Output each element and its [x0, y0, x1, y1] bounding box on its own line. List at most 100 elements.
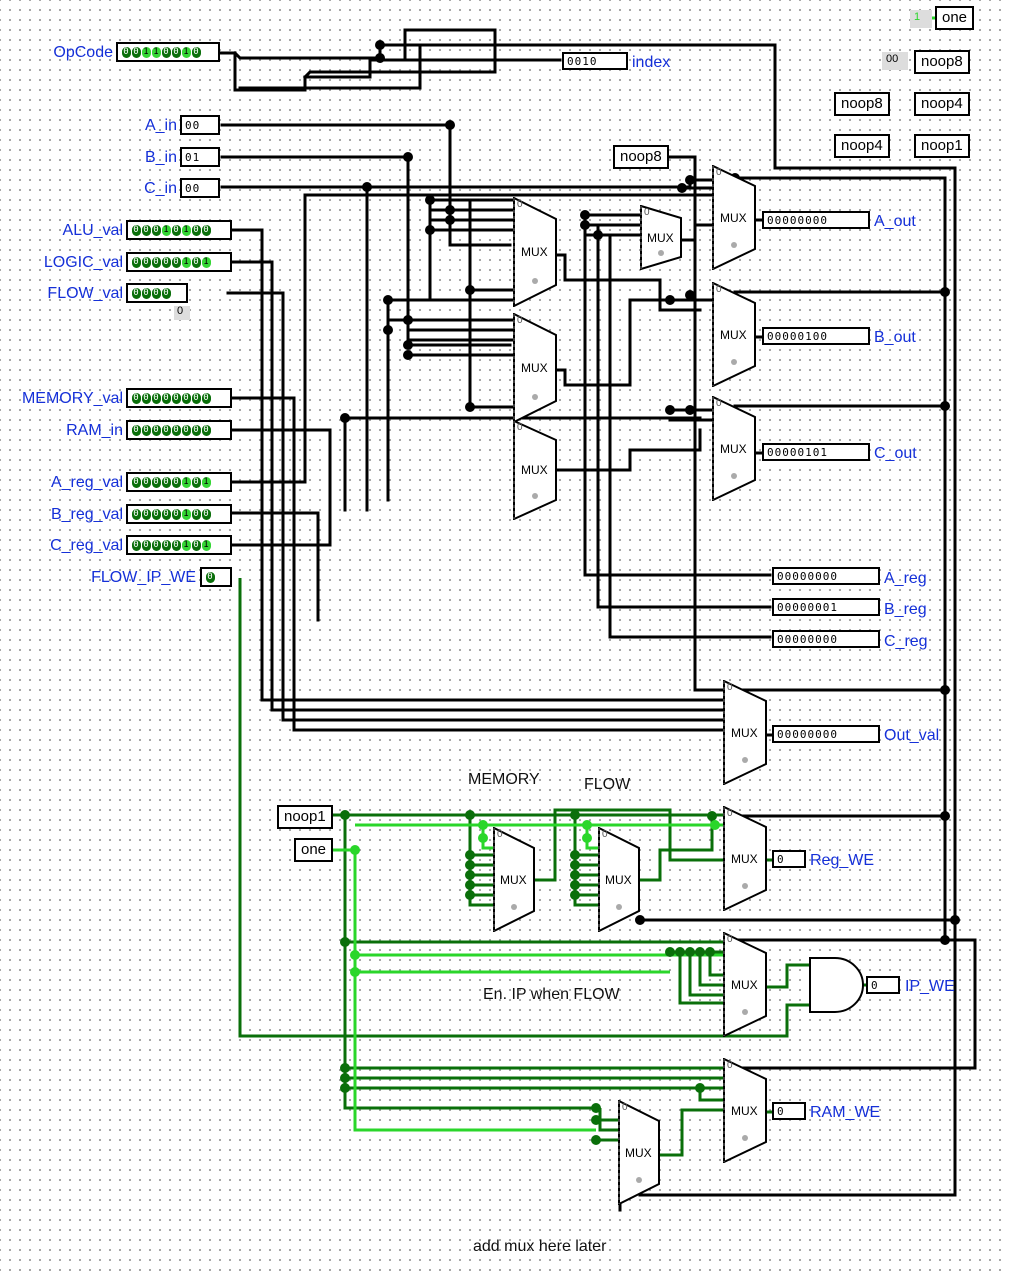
input-bit[interactable]: 0 [141, 508, 151, 520]
input-bit[interactable]: 0 [161, 287, 171, 299]
input-bit[interactable]: 0 [131, 392, 141, 404]
input-bit[interactable]: 1 [151, 46, 161, 58]
input-bit[interactable]: 0 [171, 224, 181, 236]
input-bit[interactable]: 1 [201, 539, 211, 551]
input-bit[interactable]: 0 [181, 392, 191, 404]
input-bit[interactable]: 0 [161, 476, 171, 488]
input-bit[interactable]: 0 [131, 46, 141, 58]
input-bit[interactable]: 1 [181, 508, 191, 520]
input-bit[interactable]: 0 [201, 508, 211, 520]
input-bit[interactable]: 0 [141, 539, 151, 551]
input-bit[interactable]: 0 [131, 476, 141, 488]
mux-label: MUX [731, 725, 758, 740]
input-bit[interactable]: 1 [201, 476, 211, 488]
input-bit[interactable]: 0 [151, 287, 161, 299]
mux-label: MUX [720, 210, 747, 225]
input-bit[interactable]: 0 [141, 256, 151, 268]
input-bit[interactable]: 1 [181, 46, 191, 58]
input-bit[interactable]: 0 [161, 46, 171, 58]
input-bit[interactable]: 0 [201, 424, 211, 436]
input-bit[interactable]: 0 [131, 256, 141, 268]
const-zero: 0 [174, 306, 190, 320]
input-bit[interactable]: 0 [161, 392, 171, 404]
mux-select-zero: 0 [644, 207, 650, 218]
input-bit[interactable]: 1 [161, 224, 171, 236]
input-bit[interactable]: 0 [151, 508, 161, 520]
input-bit[interactable]: 0 [151, 424, 161, 436]
input-bit[interactable]: 0 [161, 424, 171, 436]
pin-flow-ip-we[interactable]: 0 [200, 567, 232, 587]
tunnel-noop8-mid: noop8 [834, 92, 890, 116]
input-bit[interactable]: 0 [151, 392, 161, 404]
label-ram-in: RAM_in [66, 422, 123, 439]
pin-a-in[interactable]: 00 [180, 115, 220, 135]
input-bit[interactable]: 0 [161, 539, 171, 551]
input-bit[interactable]: 0 [151, 539, 161, 551]
pin-b-in[interactable]: 01 [180, 147, 220, 167]
input-bit[interactable]: 1 [181, 539, 191, 551]
input-bit[interactable]: 0 [161, 508, 171, 520]
input-bit[interactable]: 0 [191, 508, 201, 520]
input-bit[interactable]: 0 [171, 46, 181, 58]
input-bit[interactable]: 0 [171, 424, 181, 436]
input-bit[interactable]: 0 [141, 476, 151, 488]
mux-select-zero: 0 [716, 398, 722, 409]
input-bit[interactable]: 0 [191, 256, 201, 268]
input-bit[interactable]: 0 [131, 508, 141, 520]
input-bit[interactable]: 0 [131, 287, 141, 299]
input-bit[interactable]: 0 [121, 46, 131, 58]
input-bit[interactable]: 0 [171, 539, 181, 551]
input-bit[interactable]: 0 [191, 46, 201, 58]
input-bit[interactable]: 1 [181, 256, 191, 268]
input-bit[interactable]: 0 [151, 224, 161, 236]
input-bit[interactable]: 1 [181, 224, 191, 236]
input-bit[interactable]: 0 [201, 224, 211, 236]
input-bit[interactable]: 0 [191, 424, 201, 436]
input-bit[interactable]: 0 [171, 256, 181, 268]
input-bit[interactable]: 0 [131, 424, 141, 436]
input-bit[interactable]: 0 [201, 392, 211, 404]
input-bit[interactable]: 0 [191, 224, 201, 236]
input-bit[interactable]: 0 [151, 256, 161, 268]
input-bit[interactable]: 0 [151, 476, 161, 488]
input-bit[interactable]: 1 [141, 46, 151, 58]
input-bit[interactable]: 0 [141, 224, 151, 236]
input-bit[interactable]: 0 [181, 424, 191, 436]
input-bit[interactable]: 0 [171, 508, 181, 520]
input-bit[interactable]: 0 [141, 287, 151, 299]
input-bit[interactable]: 0 [191, 476, 201, 488]
input-bit[interactable]: 0 [131, 539, 141, 551]
label-logic-val: LOGIC_val [43, 254, 123, 271]
input-bit[interactable]: 0 [141, 392, 151, 404]
input-bit[interactable]: 1 [201, 256, 211, 268]
input-bit[interactable]: 1 [181, 476, 191, 488]
const-noop8: 00 [882, 52, 908, 70]
input-bit[interactable]: 0 [131, 224, 141, 236]
input-bit[interactable]: 0 [141, 424, 151, 436]
label-c-reg: C_reg [884, 633, 928, 650]
input-bit[interactable]: 0 [191, 392, 201, 404]
pin-c-in[interactable]: 00 [180, 178, 220, 198]
out-ip-we: 0 [866, 976, 900, 994]
input-bit[interactable]: 0 [191, 539, 201, 551]
input-bit[interactable]: 0 [205, 571, 215, 583]
input-bit[interactable]: 0 [171, 392, 181, 404]
input-bit[interactable]: 0 [161, 256, 171, 268]
input-bit[interactable]: 0 [171, 476, 181, 488]
mux-select-zero: 0 [602, 829, 608, 840]
mux-select-zero: 0 [716, 284, 722, 295]
